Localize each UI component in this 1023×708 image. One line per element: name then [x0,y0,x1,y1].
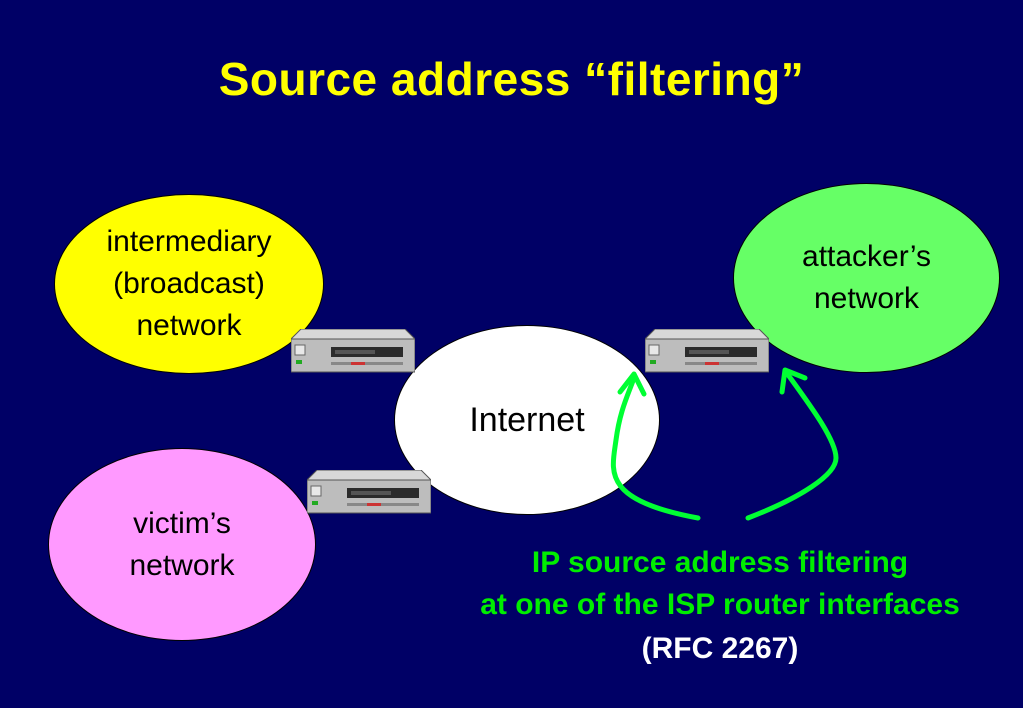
caption-line-3: (RFC 2267) [641,632,799,665]
arrow-to-router [610,375,701,521]
router-icon [645,329,769,373]
router-icon [307,470,431,514]
victim-network-label: victim’s network [129,506,235,582]
victim-network-node: victim’s network [48,448,316,641]
arrow-to-attacker [745,369,839,521]
attacker-network-node: attacker’s network [733,183,1000,373]
caption-line-2: at one of the ISP router interfaces [480,588,960,621]
caption-line-1: IP source address filtering [531,546,909,579]
slide-title: Source address “filtering” [218,53,805,105]
internet-label: Internet [469,401,585,439]
internet-node: Internet [394,325,660,515]
arrowhead-router [617,371,647,397]
attacker-network-label: attacker’s network [802,240,931,315]
intermediary-network-label: intermediary (broadcast) network [106,225,272,342]
intermediary-network-node: intermediary (broadcast) network [54,194,324,374]
arrowhead-attacker [779,367,808,395]
router-icon [291,329,415,373]
